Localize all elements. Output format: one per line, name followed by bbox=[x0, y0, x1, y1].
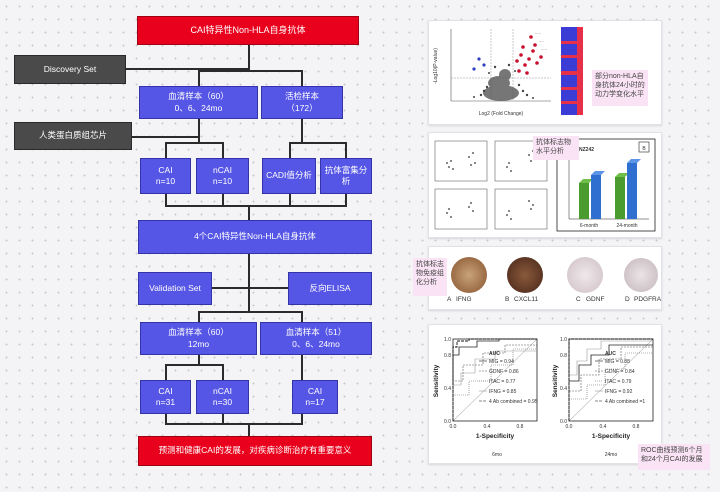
cai-box-3: CAI n=17 bbox=[292, 380, 338, 414]
roc-right-legend: IFNG = 0.92 bbox=[605, 389, 633, 395]
bar-x-label-1: 6-month bbox=[580, 223, 599, 229]
ihc-label-d: PDGFRA bbox=[634, 296, 662, 303]
bar-chart-letter: B bbox=[642, 146, 646, 152]
bar-chart-tag: C5NNZ242 bbox=[569, 147, 594, 153]
scatter-panel: C5NNZ242 B 6-month 24-month bbox=[428, 132, 662, 238]
four-antibodies-box: 4个CAI特异性Non-HLA自身抗体 bbox=[138, 220, 372, 254]
ncai-box-2: nCAI n=30 bbox=[196, 380, 249, 414]
discovery-set-label: Discovery Set bbox=[14, 55, 126, 84]
roc-left-xtick: 0.4 bbox=[484, 424, 491, 430]
heatmap-strip bbox=[561, 27, 583, 115]
roc-right-xtick: 0.4 bbox=[600, 424, 607, 430]
cadi-analysis-box: CADI值分析 bbox=[262, 158, 316, 194]
roc-left-legend: MIG = 0.94 bbox=[489, 359, 514, 365]
roc-right-ylabel: Sensitivity bbox=[552, 364, 559, 397]
ihc-label-b: CXCL11 bbox=[514, 296, 539, 303]
ihc-images bbox=[429, 247, 661, 309]
biopsy-sample-box: 活检样本 （172） bbox=[261, 86, 343, 119]
volcano-note: 部分non-HLA自 身抗体24小时的 动力学变化水平 bbox=[592, 70, 648, 106]
roc-left-caption: 6mo bbox=[492, 452, 502, 458]
ihc-panel bbox=[428, 246, 662, 310]
roc-note: ROC曲线预测6个月 和24个月CAI的发展 bbox=[638, 444, 710, 470]
roc-right: 0.0 0.4 0.8 1.0 0.0 0.4 0.8 1-Specificit… bbox=[552, 337, 654, 458]
roc-right-caption: 24mo bbox=[605, 452, 618, 458]
roc-left-legend: ITAC = 0.77 bbox=[489, 379, 516, 385]
roc-left-legend: IFNG = 0.85 bbox=[489, 389, 517, 395]
roc-right-legend: 4 Ab combined =1 bbox=[605, 399, 645, 405]
roc-right-ytick: 0.0 bbox=[560, 419, 567, 425]
roc-right-legend-title: AUC bbox=[605, 351, 616, 357]
reverse-elisa-box: 反向ELISA bbox=[288, 272, 372, 305]
ihc-label-a: IFNG bbox=[456, 296, 472, 303]
roc-left-legend-title: AUC bbox=[489, 351, 500, 357]
cai-box-1: CAI n=10 bbox=[140, 158, 191, 194]
roc-left-ytick: 0.8 bbox=[444, 353, 451, 359]
volcano-panel: ·············· Log2 (Fold Change) -Log10… bbox=[428, 20, 662, 125]
roc-left-ytick: 0.0 bbox=[444, 419, 451, 425]
ihc-letter-d: D bbox=[625, 296, 630, 303]
protein-chip-label: 人类蛋白质组芯片 bbox=[14, 122, 132, 150]
roc-right-xlabel: 1-Specificity bbox=[592, 433, 631, 440]
roc-left-ylabel: Sensitivity bbox=[433, 364, 440, 397]
roc-left-legend: GDNF = 0.86 bbox=[489, 369, 519, 375]
roc-right-legend: GDNF = 0.84 bbox=[605, 369, 635, 375]
roc-left-legend: 4 Ab combined = 0.95 bbox=[489, 399, 538, 405]
cai-box-2: CAI n=31 bbox=[140, 380, 191, 414]
validation-set-box: Validation Set bbox=[138, 272, 212, 305]
roc-right-ytick: 0.8 bbox=[560, 353, 567, 359]
ncai-box-1: nCAI n=10 bbox=[196, 158, 249, 194]
scatter-note: 抗体标志物 水平分析 bbox=[533, 136, 579, 160]
svg-text:·····: ····· bbox=[535, 32, 541, 36]
svg-text:····: ···· bbox=[539, 40, 544, 44]
conclusion-box: 预测和健康CAI的发展，对疾病诊断治疗有重要意义 bbox=[138, 436, 372, 466]
roc-right-legend: MIG = 0.88 bbox=[605, 359, 630, 365]
volcano-xlabel: Log2 (Fold Change) bbox=[479, 111, 524, 117]
roc-left-xlabel: 1-Specificity bbox=[476, 433, 515, 440]
roc-left-ytick: 1.0 bbox=[444, 337, 451, 343]
roc-panel: 0.0 0.4 0.8 1.0 0.0 0.4 0.8 1-Specificit… bbox=[428, 324, 662, 464]
serum-sample-box-1: 血清样本（60） 0、6、24mo bbox=[139, 86, 258, 119]
roc-right-ytick: 1.0 bbox=[560, 337, 567, 343]
serum-sample-box-2: 血清样本（60） 12mo bbox=[140, 322, 257, 355]
roc-right-xtick: 0.0 bbox=[566, 424, 573, 430]
roc-left-xtick: 0.8 bbox=[517, 424, 524, 430]
roc-right-ytick: 0.4 bbox=[560, 386, 567, 392]
ihc-note: 抗体标志 物免疫组 化分析 bbox=[413, 258, 447, 296]
roc-right-legend: ITAC = 0.79 bbox=[605, 379, 632, 385]
title-box: CAI特异性Non-HLA自身抗体 bbox=[137, 16, 359, 45]
roc-right-xtick: 0.8 bbox=[633, 424, 640, 430]
roc-left-ytick: 0.4 bbox=[444, 386, 451, 392]
roc-left-xtick: 0.0 bbox=[450, 424, 457, 430]
ihc-letter-c: C bbox=[576, 296, 581, 303]
roc-curves: 0.0 0.4 0.8 1.0 0.0 0.4 0.8 1-Specificit… bbox=[429, 325, 661, 463]
volcano-ylabel: -Log10(P-value) bbox=[433, 48, 439, 84]
ihc-label-c: GDNF bbox=[586, 296, 605, 303]
bar-x-label-2: 24-month bbox=[616, 223, 637, 229]
antibody-enrichment-box: 抗体富集分 析 bbox=[320, 158, 372, 194]
serum-sample-box-3: 血清样本（51） 0、6、24mo bbox=[260, 322, 372, 355]
svg-text:·····: ····· bbox=[541, 48, 547, 52]
ihc-letter-b: B bbox=[505, 296, 510, 303]
ihc-letter-a: A bbox=[447, 296, 452, 303]
roc-left: 0.0 0.4 0.8 1.0 0.0 0.4 0.8 1-Specificit… bbox=[433, 337, 538, 458]
